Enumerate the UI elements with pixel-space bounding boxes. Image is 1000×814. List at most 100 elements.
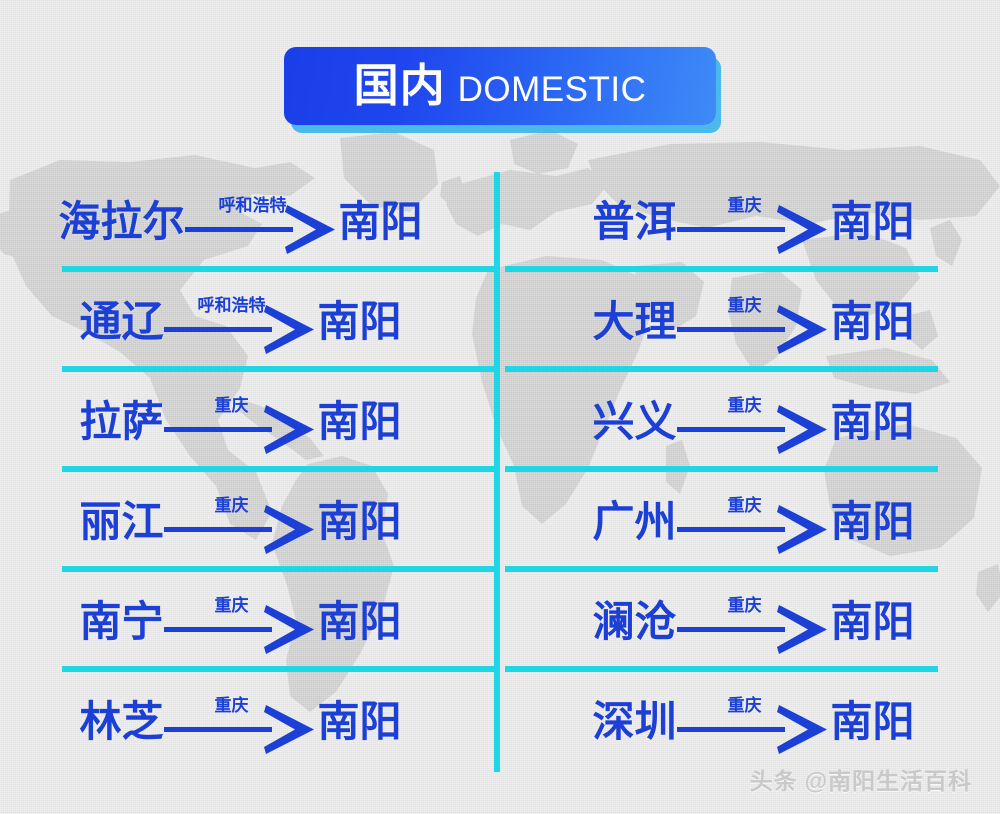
route-origin: 深圳 <box>592 698 677 745</box>
route-destination: 南阳 <box>317 498 402 545</box>
watermark: 头条 @南阳生活百科 <box>750 762 972 796</box>
route-line: 南宁 重庆 南阳 <box>79 597 402 654</box>
right-arrow-icon: 呼和浩特 <box>163 296 314 354</box>
right-arrow-icon: 重庆 <box>163 496 314 554</box>
row-divider <box>505 666 938 672</box>
route-line: 通辽 呼和浩特 南阳 <box>79 296 402 354</box>
arrow-head <box>775 605 827 654</box>
row-divider <box>62 266 494 272</box>
route-origin: 普洱 <box>592 198 677 245</box>
route-line: 海拉尔 呼和浩特 南阳 <box>58 196 423 254</box>
route-via-label: 重庆 <box>727 296 762 315</box>
arrow-head <box>262 505 314 554</box>
arrow-shaft <box>676 227 785 232</box>
route-grid: 海拉尔 呼和浩特 南阳 普洱 重庆 <box>0 172 1000 772</box>
right-arrow-icon: 重庆 <box>676 496 827 554</box>
route-item: 兴义 重庆 南阳 <box>497 372 1000 472</box>
route-destination: 南阳 <box>830 698 915 745</box>
row-divider <box>505 366 938 372</box>
route-line: 深圳 重庆 南阳 <box>592 696 915 754</box>
route-via-label: 重庆 <box>727 696 762 715</box>
route-destination: 南阳 <box>830 598 915 645</box>
route-via-label: 重庆 <box>727 196 762 215</box>
route-origin: 南宁 <box>79 598 164 645</box>
arrow-shaft <box>163 327 272 332</box>
arrow-shaft <box>163 427 272 432</box>
route-via-label: 重庆 <box>727 596 762 615</box>
route-item: 广州 重庆 南阳 <box>497 472 1000 572</box>
arrow-head <box>283 205 335 254</box>
route-line: 大理 重庆 南阳 <box>592 296 915 354</box>
route-item: 拉萨 重庆 南阳 <box>0 372 497 472</box>
route-origin: 海拉尔 <box>58 198 185 245</box>
arrow-shaft <box>676 727 785 732</box>
route-destination: 南阳 <box>338 198 423 245</box>
route-origin: 通辽 <box>79 298 164 345</box>
arrow-shaft <box>676 627 785 632</box>
arrow-head <box>775 505 827 554</box>
route-destination: 南阳 <box>317 298 402 345</box>
header-banner: 国内 DOMESTIC <box>284 47 716 125</box>
column-divider <box>494 172 500 772</box>
route-origin: 丽江 <box>79 498 164 545</box>
route-item: 深圳 重庆 南阳 <box>497 672 1000 772</box>
route-origin: 大理 <box>592 298 677 345</box>
route-item: 大理 重庆 南阳 <box>497 272 1000 372</box>
route-via-label: 重庆 <box>727 496 762 515</box>
row-divider <box>62 366 494 372</box>
arrow-head <box>262 305 314 354</box>
route-destination: 南阳 <box>317 598 402 645</box>
arrow-head <box>775 205 827 254</box>
route-line: 澜沧 重庆 南阳 <box>592 596 915 654</box>
right-arrow-icon: 重庆 <box>163 597 314 654</box>
arrow-shaft <box>163 627 272 632</box>
route-item: 丽江 重庆 南阳 <box>0 472 497 572</box>
arrow-head <box>775 405 827 454</box>
route-origin: 澜沧 <box>592 598 677 645</box>
arrow-head <box>262 405 314 454</box>
route-item: 澜沧 重庆 南阳 <box>497 572 1000 672</box>
arrow-shaft <box>676 527 785 532</box>
route-via-label: 呼和浩特 <box>197 296 266 315</box>
route-item: 林芝 重庆 南阳 <box>0 672 497 772</box>
route-origin: 拉萨 <box>79 398 164 445</box>
banner-title-cn: 国内 <box>353 59 446 111</box>
right-arrow-icon: 重庆 <box>676 596 827 654</box>
right-arrow-icon: 重庆 <box>676 696 827 754</box>
right-arrow-icon: 呼和浩特 <box>184 196 335 254</box>
watermark-platform: 头条 <box>749 768 798 794</box>
arrow-head <box>262 605 314 654</box>
route-via-label: 呼和浩特 <box>218 196 287 215</box>
row-divider <box>505 466 938 472</box>
arrow-shaft <box>163 527 272 532</box>
route-origin: 林芝 <box>79 698 164 745</box>
route-via-label: 重庆 <box>214 696 249 715</box>
arrow-shaft <box>676 427 785 432</box>
row-divider <box>505 566 938 572</box>
arrow-head <box>775 705 827 754</box>
route-destination: 南阳 <box>830 298 915 345</box>
route-line: 林芝 重庆 南阳 <box>79 696 402 754</box>
route-via-label: 重庆 <box>727 396 762 415</box>
watermark-handle: @南阳生活百科 <box>804 768 972 794</box>
arrow-head <box>262 705 314 754</box>
row-divider <box>62 566 494 572</box>
route-origin: 兴义 <box>592 398 677 445</box>
route-origin: 广州 <box>592 498 677 545</box>
route-destination: 南阳 <box>830 398 915 445</box>
arrow-head <box>775 305 827 354</box>
route-via-label: 重庆 <box>214 496 249 515</box>
header-banner-wrapper: 国内 DOMESTIC <box>0 47 1000 125</box>
arrow-shaft <box>184 227 293 232</box>
row-divider <box>62 666 494 672</box>
right-arrow-icon: 重庆 <box>163 696 314 754</box>
arrow-shaft <box>676 327 785 332</box>
route-destination: 南阳 <box>830 198 915 245</box>
route-destination: 南阳 <box>830 498 915 545</box>
route-item: 通辽 呼和浩特 南阳 <box>0 272 497 372</box>
right-arrow-icon: 重庆 <box>676 196 827 254</box>
route-line: 兴义 重庆 南阳 <box>592 396 915 454</box>
right-arrow-icon: 重庆 <box>676 396 827 454</box>
